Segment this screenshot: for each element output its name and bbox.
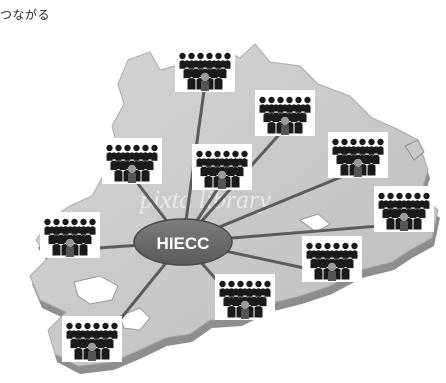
- group-north-top: [175, 46, 235, 92]
- group-south-east: [302, 236, 362, 282]
- crowd-icon: [106, 144, 158, 183]
- crowd-icon: [66, 322, 118, 361]
- crowd-icon: [179, 52, 231, 91]
- bay-south: [119, 307, 151, 331]
- group-south: [215, 274, 275, 320]
- bay-west: [73, 275, 119, 305]
- crowd-icon: [378, 192, 430, 231]
- crowd-icon: [196, 150, 248, 189]
- group-east: [328, 132, 388, 178]
- group-south-west: [62, 316, 122, 362]
- hub-label: HIECC: [157, 234, 210, 253]
- bay-east: [298, 213, 331, 233]
- crowd-icon: [332, 138, 384, 177]
- crowd-icon: [219, 280, 271, 319]
- crowd-icon: [306, 242, 358, 281]
- crowd-icon: [44, 218, 96, 257]
- caption-text: つながる: [0, 8, 51, 22]
- group-west: [40, 212, 100, 258]
- people-groups: [40, 46, 434, 362]
- group-center: [192, 144, 252, 190]
- group-center-left: [102, 138, 162, 184]
- crowd-icon: [259, 96, 311, 135]
- group-north-right: [255, 90, 315, 136]
- hub-node: HIECC: [133, 218, 233, 266]
- island: [404, 139, 425, 161]
- group-far-east: [374, 186, 434, 232]
